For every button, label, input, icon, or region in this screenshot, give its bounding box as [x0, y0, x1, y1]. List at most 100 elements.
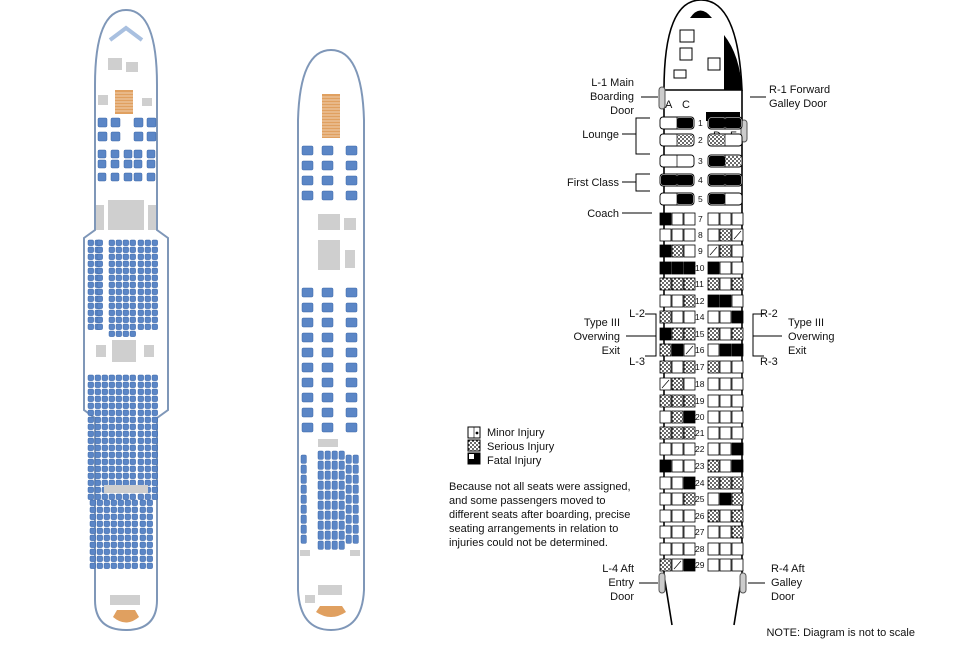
- cabin-seat: [137, 416, 144, 423]
- cabin-seat: [338, 450, 345, 460]
- cabin-seat: [129, 374, 136, 381]
- cabin-seat: [129, 323, 136, 330]
- cabin-seat: [129, 260, 136, 267]
- cabin-seat: [137, 295, 144, 302]
- passenger-seat: [683, 410, 696, 424]
- cabin-seat: [115, 388, 122, 395]
- cabin-seat: [110, 534, 117, 541]
- cabin-seat: [115, 316, 122, 323]
- cabin-seat: [89, 527, 96, 534]
- cabin-seat: [87, 423, 94, 430]
- forward-galley: [706, 112, 740, 121]
- cabin-seat: [133, 172, 143, 182]
- cabin-seat: [124, 506, 131, 513]
- passenger-seat: [719, 310, 732, 324]
- cabin-seat: [338, 520, 345, 530]
- cabin-seat: [324, 490, 331, 500]
- cabin-seat: [122, 239, 129, 246]
- cabin-seat: [115, 472, 122, 479]
- passenger-seat: [683, 261, 696, 275]
- cabin-seat: [108, 381, 115, 388]
- cabin-monument: [144, 345, 154, 357]
- cabin-seat: [89, 499, 96, 506]
- passenger-seat: [731, 343, 744, 357]
- cabin-seat: [144, 402, 151, 409]
- premium-seat: [707, 154, 743, 168]
- cabin-seat: [352, 494, 359, 504]
- cabin-seat: [131, 499, 138, 506]
- passenger-seat: [659, 261, 672, 275]
- passenger-seat: [707, 343, 720, 357]
- cabin-seat: [103, 513, 110, 520]
- cabin-seat: [96, 562, 103, 569]
- seat-row: 20: [659, 410, 744, 424]
- cabin-seat: [96, 302, 103, 309]
- seat-row: 17: [659, 360, 744, 374]
- cabin-seat: [101, 374, 108, 381]
- cabin-seat: [123, 149, 133, 159]
- passenger-seat: [659, 327, 672, 341]
- passenger-seat: [719, 542, 732, 556]
- cabin-seat: [352, 534, 359, 544]
- cabin-seat: [89, 541, 96, 548]
- cabin-seat: [129, 416, 136, 423]
- passenger-seat: [671, 377, 684, 391]
- cabin-seat: [301, 302, 314, 313]
- cabin-seat: [122, 402, 129, 409]
- cabin-seat: [103, 520, 110, 527]
- passenger-seat: [659, 277, 672, 291]
- cabin-seat: [317, 470, 324, 480]
- cabin-seat: [108, 430, 115, 437]
- cabin-seat: [101, 493, 108, 500]
- cabin-seat: [87, 260, 94, 267]
- cabin-seat: [300, 514, 307, 524]
- cabin-seat: [110, 149, 120, 159]
- cabin-seat: [129, 437, 136, 444]
- cabin-seat: [129, 444, 136, 451]
- cabin-seat: [137, 267, 144, 274]
- passenger-seat: [719, 509, 732, 523]
- cabin-seat: [139, 513, 146, 520]
- passenger-seat: [659, 377, 672, 391]
- cabin-seat: [151, 486, 158, 493]
- disclaimer-text: Because not all seats were assigned,and …: [449, 481, 631, 549]
- cabin-seat: [101, 430, 108, 437]
- cabin-seat: [108, 472, 115, 479]
- passenger-seat: [731, 558, 744, 572]
- seat-row: 9: [659, 244, 744, 258]
- passenger-seat: [707, 394, 720, 408]
- passenger-seat: [731, 426, 744, 440]
- cabin-seat: [110, 520, 117, 527]
- passenger-seat: [731, 212, 744, 226]
- cabin-seat: [146, 117, 157, 128]
- cabin-seat: [331, 460, 338, 470]
- cabin-seat: [129, 430, 136, 437]
- cabin-seat: [122, 253, 129, 260]
- passenger-seat: [671, 360, 684, 374]
- cabin-seat: [321, 347, 334, 358]
- row-number: 9: [698, 246, 703, 256]
- cabin-seat: [352, 504, 359, 514]
- cabin-seat: [96, 323, 103, 330]
- cabin-seat: [151, 402, 158, 409]
- passenger-seat: [683, 343, 696, 357]
- cabin-seat: [122, 323, 129, 330]
- cabin-seat: [301, 407, 314, 418]
- premium-seat: [707, 133, 743, 147]
- passenger-seat: [707, 476, 720, 490]
- rear-staircase: [113, 610, 139, 623]
- passenger-seat: [731, 277, 744, 291]
- cabin-seat: [146, 527, 153, 534]
- passenger-seat: [719, 459, 732, 473]
- cabin-seat: [144, 388, 151, 395]
- passenger-seat: [731, 310, 744, 324]
- cabin-seat: [131, 513, 138, 520]
- passenger-seat: [707, 509, 720, 523]
- cabin-seat: [129, 288, 136, 295]
- seat-row: 28: [659, 542, 744, 556]
- cabin-seat: [144, 374, 151, 381]
- passenger-seat: [683, 228, 696, 242]
- passenger-seat: [683, 212, 696, 226]
- cabin-seat: [108, 451, 115, 458]
